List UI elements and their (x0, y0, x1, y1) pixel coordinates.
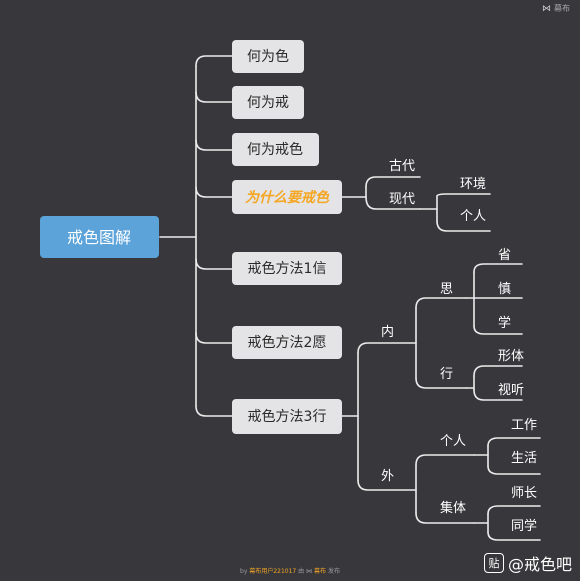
node-person[interactable]: 个人 (440, 434, 466, 449)
node-group[interactable]: 集体 (440, 500, 466, 516)
root-node[interactable]: 戒色图解 (40, 216, 159, 258)
footer-credit: by 幕布用户221017 由 ⋈ 幕布 发布 (0, 566, 580, 575)
node-label: 戒色方法3行 (248, 408, 327, 425)
footer-prefix: by (240, 568, 248, 575)
footer-suffix: 发布 (327, 568, 340, 575)
tieba-icon: 贴 (483, 553, 504, 573)
watermark: 贴 @戒色吧 (483, 551, 572, 575)
node-modern[interactable]: 现代 (389, 192, 415, 207)
node-act-child[interactable]: 视听 (498, 383, 524, 398)
node-why-quit[interactable]: 为什么要戒色 (232, 180, 342, 214)
node-group-child[interactable]: 师长 (511, 486, 537, 501)
node-label: 戒色方法2愿 (248, 334, 327, 351)
brand-name: 幕布 (554, 4, 570, 13)
mubu-logo-icon: ⋈ (542, 3, 551, 14)
node-act-child[interactable]: 形体 (498, 349, 524, 364)
node-label: 何为戒色 (247, 141, 303, 158)
node-he-wei-jie[interactable]: 何为戒 (232, 86, 304, 119)
node-label: 戒色方法1信 (248, 260, 327, 277)
node-method-3[interactable]: 戒色方法3行 (232, 399, 342, 434)
node-inner[interactable]: 内 (381, 324, 394, 340)
node-he-wei-jie-se[interactable]: 何为戒色 (232, 133, 319, 166)
mubu-small-icon: ⋈ (306, 568, 313, 575)
node-group-child[interactable]: 同学 (511, 518, 537, 534)
node-method-2[interactable]: 戒色方法2愿 (232, 326, 342, 359)
footer-mid: 由 (298, 568, 305, 575)
connectors (159, 55, 541, 541)
node-think[interactable]: 思 (440, 282, 453, 297)
node-think-child[interactable]: 省 (498, 248, 511, 263)
brand-top: ⋈ 幕布 (542, 3, 570, 14)
node-label: 何为戒 (247, 95, 289, 111)
node-person-child[interactable]: 生活 (511, 451, 537, 466)
node-think-child[interactable]: 慎 (498, 282, 511, 297)
node-method-1[interactable]: 戒色方法1信 (232, 252, 342, 285)
footer-user[interactable]: 幕布用户221017 (249, 568, 297, 575)
node-label: 为什么要戒色 (245, 189, 330, 206)
node-label: 何为色 (247, 48, 289, 65)
footer-brand[interactable]: 幕布 (314, 568, 327, 575)
node-think-child[interactable]: 学 (498, 315, 511, 331)
node-ancient[interactable]: 古代 (389, 159, 415, 174)
watermark-text: @戒色吧 (507, 555, 572, 574)
node-act[interactable]: 行 (440, 367, 453, 382)
node-personal[interactable]: 个人 (460, 209, 486, 224)
node-environment[interactable]: 环境 (460, 177, 486, 192)
root-label: 戒色图解 (67, 228, 131, 247)
node-person-child[interactable]: 工作 (511, 418, 537, 433)
node-he-wei-se[interactable]: 何为色 (232, 40, 304, 73)
node-outer[interactable]: 外 (381, 469, 394, 484)
